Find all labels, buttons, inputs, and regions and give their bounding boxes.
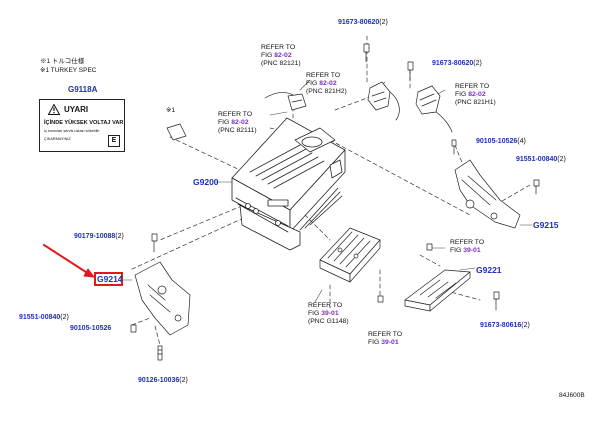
warning-line-1: İÇİNDE YÜKSEK VOLTAJ VAR — [44, 120, 124, 126]
reference-note[interactable]: REFER TO FIG 39-01 (PNC G1148) — [308, 302, 349, 326]
part-number-label[interactable]: 91673-80620(2) — [338, 19, 388, 26]
warning-line-2: İç kısmıları servis ustası sökebilir — [44, 129, 100, 133]
warning-triangle-icon — [48, 104, 60, 115]
group-label-g9200[interactable]: G9200 — [193, 177, 219, 187]
group-label-g9215[interactable]: G9215 — [533, 220, 559, 230]
part-number-label[interactable]: 90126-10036(2) — [138, 377, 188, 384]
inverter-assembly — [231, 117, 346, 251]
reference-note[interactable]: REFER TO FIG 82-02 (PNC 82121) — [261, 44, 301, 68]
warning-line-3: ÇIKARMAYINIZ — [44, 137, 71, 141]
group-label-g9214[interactable]: G9214 — [97, 274, 123, 284]
reference-note[interactable]: REFER TO FIG 82-02 (PNC 821H2) — [306, 72, 347, 96]
sticker-ref — [166, 123, 187, 141]
highlight-arrow — [43, 244, 95, 278]
warning-title: UYARI — [64, 105, 89, 114]
warning-box-e: E — [108, 135, 120, 147]
highlight-box — [94, 272, 123, 286]
diagram-id: 84J600B — [559, 392, 585, 399]
part-number-label[interactable]: 91673-80616(2) — [480, 322, 530, 329]
reference-note[interactable]: REFER TO FIG 39-01 — [368, 331, 403, 347]
part-number-label[interactable]: 91551-00840(2) — [516, 156, 566, 163]
warning-label: UYARI İÇİNDE YÜKSEK VOLTAJ VAR İç kısmıl… — [39, 99, 125, 152]
warning-label-part-no[interactable]: G9118A — [68, 85, 98, 94]
spec-note-jp: ※1 トルコ仕様 — [40, 58, 85, 65]
part-number-label[interactable]: 91551-00840(2) — [19, 314, 69, 321]
bracket-g9214 — [130, 233, 191, 361]
part-number-label[interactable]: 90179-10088(2) — [74, 233, 124, 240]
sticker-mark: ※1 — [166, 107, 176, 114]
connector-821h2 — [363, 43, 400, 121]
part-number-label[interactable]: 90105-10526 — [70, 325, 112, 332]
bracket-g9215 — [451, 139, 540, 229]
connector-82121 — [264, 92, 307, 111]
reference-note[interactable]: REFER TO FIG 82-02 (PNC 82111) — [218, 111, 257, 135]
spec-note-en: ※1 TURKEY SPEC — [40, 67, 97, 74]
part-number-label[interactable]: 91673-80620(2) — [432, 60, 482, 67]
junction-block — [319, 227, 433, 303]
part-number-label[interactable]: 90105-10526(4) — [476, 138, 526, 145]
connector-821h1 — [407, 61, 453, 133]
reference-note[interactable]: REFER TO FIG 39-01 — [450, 239, 485, 255]
reference-note[interactable]: REFER TO FIG 82-02 (PNC 821H1) — [455, 83, 496, 107]
cover-g9221 — [404, 269, 500, 312]
group-label-g9221[interactable]: G9221 — [476, 265, 502, 275]
